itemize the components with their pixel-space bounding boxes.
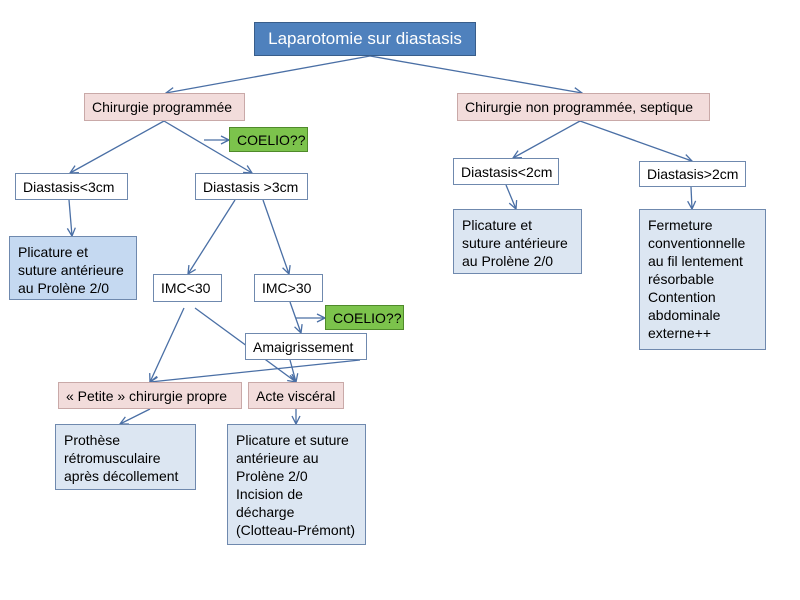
amaig-to-petite-arrow xyxy=(150,359,361,382)
plicature-1-line: suture antérieure xyxy=(18,262,124,278)
programmee-to-gt3-arrow xyxy=(163,120,252,173)
plicature-3-line: (Clotteau-Prémont) xyxy=(236,522,356,538)
fermeture-line: conventionnelle xyxy=(648,235,746,251)
lt2-to-plicature-arrow xyxy=(505,184,516,209)
diastasis-gt3-node: Diastasis >3cm xyxy=(195,173,308,200)
plicature-node-1: Plicature et suture antérieure au Prolèn… xyxy=(9,236,137,300)
plicature-2-line: au Prolène 2/0 xyxy=(462,253,554,269)
gt3-to-imc-lt30-arrow xyxy=(188,199,236,274)
petite-to-prothese-arrow xyxy=(120,408,151,424)
imc-lt30-node: IMC<30 xyxy=(153,274,222,302)
prothese-node: Prothèse rétromusculaire après décolleme… xyxy=(55,424,196,490)
acte-visceral-node: Acte viscéral xyxy=(248,382,344,409)
programmee-to-lt3-arrow xyxy=(70,120,165,173)
petite-chirurgie-node: « Petite » chirurgie propre xyxy=(58,382,242,409)
plicature-2-line: suture antérieure xyxy=(462,235,568,251)
title-to-nonprogrammee-arrow xyxy=(369,55,582,93)
amaig-to-acte-arrow xyxy=(289,359,296,382)
plicature-node-3: Plicature et suture antérieure au Prolèn… xyxy=(227,424,366,545)
fermeture-node: Fermeture conventionnelle au fil lenteme… xyxy=(639,209,766,350)
nonprog-to-lt2-arrow xyxy=(513,120,581,158)
gt2-to-fermeture-arrow xyxy=(691,186,692,209)
title-node: Laparotomie sur diastasis xyxy=(254,22,476,56)
fermeture-line: externe++ xyxy=(648,325,712,341)
plicature-3-line: antérieure au xyxy=(236,450,319,466)
prothese-line: rétromusculaire xyxy=(64,450,161,466)
prothese-line: après décollement xyxy=(64,468,179,484)
title-to-programmee-arrow xyxy=(166,55,371,93)
imc-lt30-to-petite-arrow xyxy=(150,307,185,382)
plicature-3-line: Plicature et suture xyxy=(236,432,349,448)
fermeture-line: Fermeture xyxy=(648,217,713,233)
fermeture-line: abdominale xyxy=(648,307,721,323)
diastasis-gt2-node: Diastasis>2cm xyxy=(639,161,746,187)
nonprog-to-gt2-arrow xyxy=(579,120,692,161)
coelio-node-1: COELIO?? xyxy=(229,127,308,152)
fermeture-line: résorbable xyxy=(648,271,715,287)
plicature-3-line: décharge xyxy=(236,504,295,520)
plicature-node-2: Plicature et suture antérieure au Prolèn… xyxy=(453,209,582,274)
plicature-2-line: Plicature et xyxy=(462,217,533,233)
chirurgie-non-programmee-node: Chirurgie non programmée, septique xyxy=(457,93,710,121)
gt3-to-imc-gt30-arrow xyxy=(262,199,289,274)
plicature-1-line: Plicature et xyxy=(18,244,89,260)
plicature-3-line: Prolène 2/0 xyxy=(236,468,308,484)
amaigrissement-node: Amaigrissement xyxy=(245,333,367,360)
fermeture-line: Contention xyxy=(648,289,716,305)
diastasis-lt2-node: Diastasis<2cm xyxy=(453,158,559,185)
fermeture-line: au fil lentement xyxy=(648,253,743,269)
imc-gt30-node: IMC>30 xyxy=(254,274,323,302)
diastasis-lt3-node: Diastasis<3cm xyxy=(15,173,128,200)
coelio-node-2: COELIO?? xyxy=(325,305,404,330)
prothese-line: Prothèse xyxy=(64,432,121,448)
lt3-to-plicature-arrow xyxy=(69,199,72,236)
plicature-3-line: Incision de xyxy=(236,486,303,502)
chirurgie-programmee-node: Chirurgie programmée xyxy=(84,93,245,121)
imc-gt30-to-amaig-arrow xyxy=(289,301,301,333)
plicature-1-line: au Prolène 2/0 xyxy=(18,280,110,296)
